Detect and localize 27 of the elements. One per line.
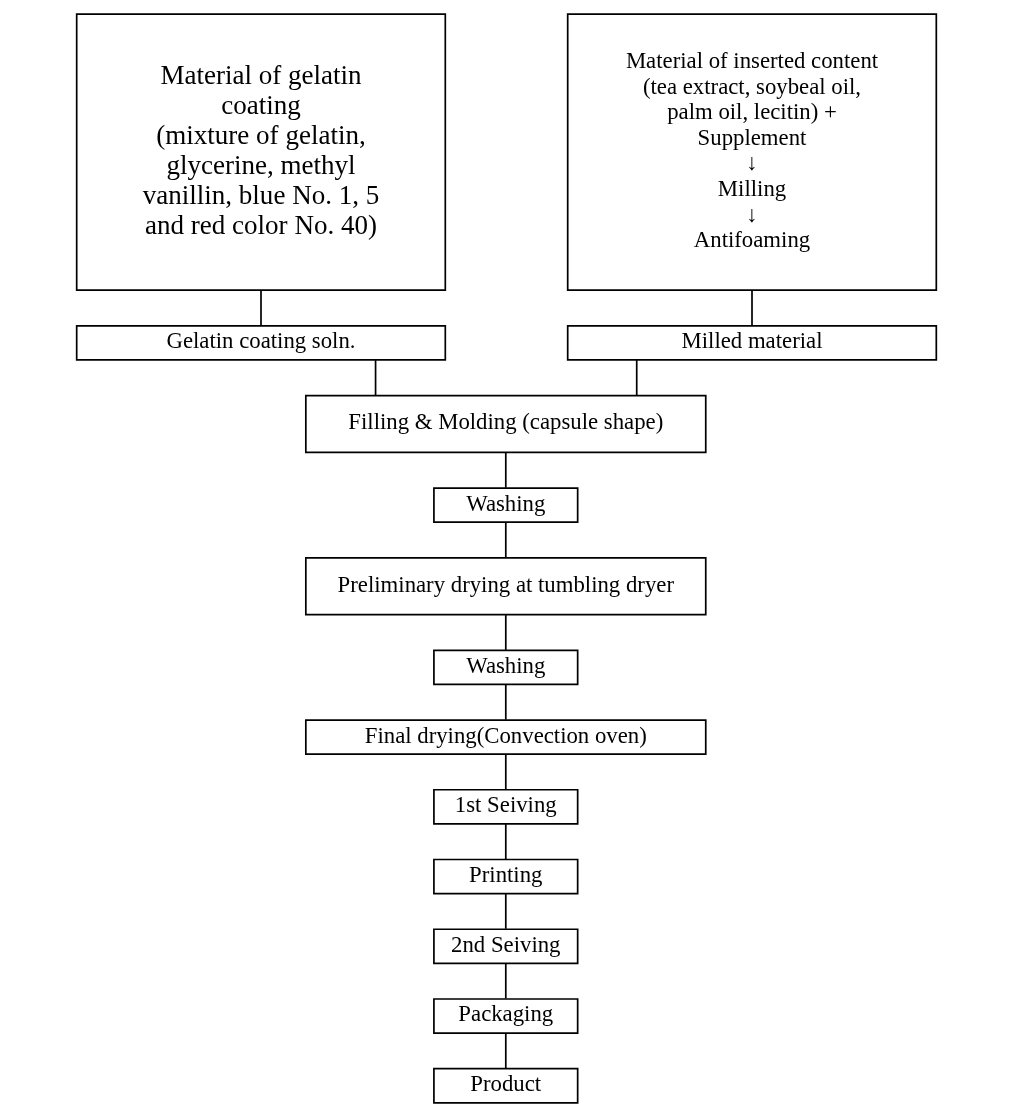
connector bbox=[259, 289, 262, 327]
connector bbox=[635, 359, 638, 397]
node-box: 1st Seiving bbox=[432, 788, 578, 825]
node-box: Preliminary drying at tumbling dryer bbox=[304, 556, 707, 616]
connector bbox=[504, 452, 507, 489]
connector bbox=[374, 359, 376, 397]
connector bbox=[504, 962, 507, 1000]
node-box: Material of gelatin coating (mixture of gelatin, glycerine, methyl vanillin, blue No. 1, 5 and red color No. 40) bbox=[75, 13, 446, 292]
connector bbox=[504, 683, 507, 721]
connector bbox=[504, 614, 507, 651]
node-box: Filling & Molding (capsule shape) bbox=[304, 394, 707, 454]
node-box: Packaging bbox=[432, 998, 578, 1034]
node-box: Product bbox=[432, 1067, 578, 1104]
connector bbox=[750, 289, 753, 327]
node-box: Final drying(Convection oven) bbox=[304, 719, 707, 756]
node-box: Milled material bbox=[566, 324, 937, 361]
node-box: 2nd Seiving bbox=[432, 928, 578, 965]
connector bbox=[504, 892, 507, 930]
node-box: Gelatin coating soln. bbox=[75, 324, 446, 361]
connector bbox=[504, 753, 507, 791]
node-box: Material of inserted content (tea extract, soybeal oil, palm oil, lecitin) + Supplement ↓ Milling ↓ Antifoaming bbox=[566, 13, 937, 292]
node-box: Washing bbox=[432, 487, 578, 524]
connector bbox=[504, 521, 507, 559]
connector bbox=[504, 1032, 507, 1070]
node-box: Washing bbox=[432, 649, 578, 686]
connector bbox=[504, 823, 507, 860]
node-box: Printing bbox=[432, 858, 578, 895]
